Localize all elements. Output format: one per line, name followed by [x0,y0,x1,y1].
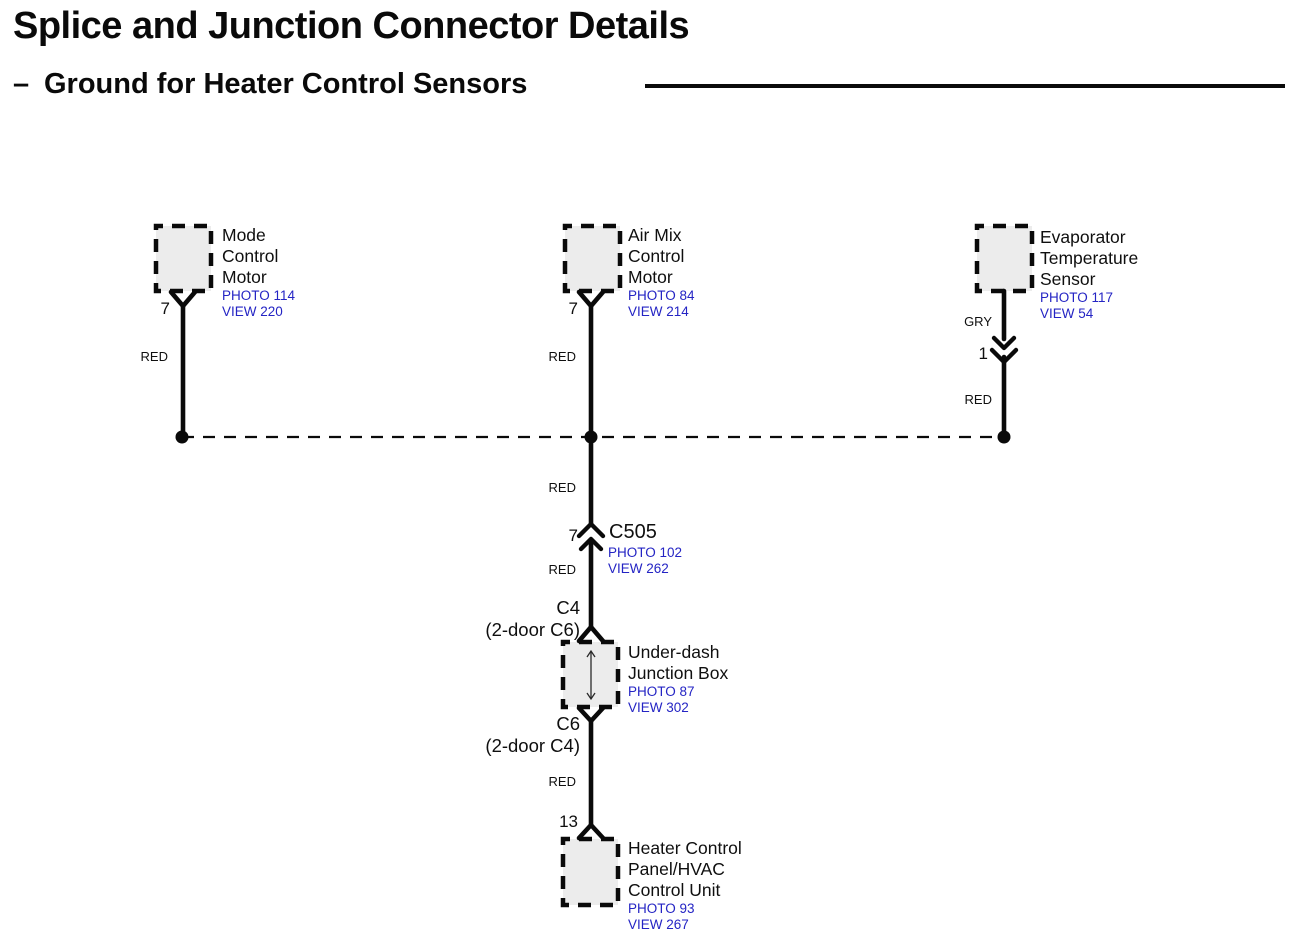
photo-ref-link[interactable]: PHOTO 117 [1040,290,1114,305]
photo-ref-link[interactable]: PHOTO 102 [608,545,683,560]
junction-box-label-block: Under-dash Junction Box PHOTO 87 VIEW 30… [628,642,728,716]
pin-number: 13 [559,812,578,831]
photo-ref-link[interactable]: PHOTO 87 [628,684,695,699]
junction-top-connector-alt: (2-door C6) [485,619,580,640]
view-ref-link[interactable]: VIEW 267 [628,917,689,932]
hvac-unit-label-block: Heater Control Panel/HVAC Control Unit P… [628,838,742,933]
view-ref-link[interactable]: VIEW 302 [628,700,689,715]
junction-passthrough-arrow [586,649,596,701]
evap-sensor-box [974,223,1035,294]
evap-female-icon [989,347,1019,365]
wire-color-label: RED [548,562,576,577]
junction-bottom-terminal-icon [576,705,606,724]
view-ref-link[interactable]: VIEW 262 [608,561,669,576]
wire-color-label: RED [548,480,576,495]
c505-male-icon [578,536,604,552]
photo-ref-link[interactable]: PHOTO 84 [628,288,695,303]
connector-id-label: C505 [609,521,657,543]
component-name-line: Control [222,246,279,266]
splice-dot-left [175,430,189,444]
view-ref-link[interactable]: VIEW 214 [628,304,689,319]
subtitle-dash: – [13,68,30,100]
evap-male-icon [991,335,1017,351]
photo-ref-link[interactable]: PHOTO 114 [222,288,296,303]
terminal-forks [168,289,606,841]
passthrough-arrowhead-down [586,692,596,701]
passthrough-arrowhead-up [586,649,596,658]
pin-number: 1 [978,344,988,363]
wires [180,288,1007,828]
junction-bottom-connector-label: C6 [556,713,580,734]
air-mix-motor-box [562,223,623,294]
wire-color-label: RED [548,349,576,364]
wire-color-label: RED [140,349,168,364]
photo-ref-link[interactable]: PHOTO 93 [628,901,695,916]
page-title: Splice and Junction Connector Details [13,5,690,47]
wire-color-label: RED [964,392,992,407]
mode-motor-terminal-icon [168,289,198,309]
pin-number: 7 [568,526,578,545]
hvac-terminal-icon [576,822,606,841]
mode-motor-label-block: Mode Control Motor PHOTO 114 VIEW 220 [222,225,295,320]
component-name-line: Air Mix [628,225,682,245]
component-name-line: Motor [222,267,267,287]
page-subtitle: Ground for Heater Control Sensors [44,68,528,100]
junction-bottom-connector-alt: (2-door C4) [485,735,580,756]
component-name-line: Heater Control [628,838,742,858]
component-name-line: Mode [222,225,266,245]
junction-top-connector-label: C4 [556,597,580,618]
component-boxes [153,223,1035,908]
component-name-line: Temperature [1040,248,1139,268]
component-name-line: Evaporator [1040,227,1126,247]
air-mix-label-block: Air Mix Control Motor PHOTO 84 VIEW 214 [628,225,695,320]
wire-color-label: RED [548,774,576,789]
junction-top-terminal-icon [576,624,606,644]
splice-dot-center [584,430,598,444]
air-mix-terminal-icon [576,289,606,309]
pin-number: 7 [568,299,578,318]
splice-dot-right [997,430,1011,444]
component-name-line: Control [628,246,685,266]
splice-bus [175,430,1011,444]
component-name-line: Sensor [1040,269,1096,289]
c505-female-icon [576,521,606,539]
wire-color-label: GRY [964,314,992,329]
subtitle-rule-line [645,84,1285,88]
evap-sensor-label-block: Evaporator Temperature Sensor PHOTO 117 … [1040,227,1138,322]
c505-ref-block: PHOTO 102 VIEW 262 [608,545,682,577]
component-name-line: Control Unit [628,880,721,900]
component-name-line: Panel/HVAC [628,859,725,879]
pin-number: 7 [160,299,170,318]
component-name-line: Junction Box [628,663,729,683]
view-ref-link[interactable]: VIEW 220 [222,304,283,319]
mode-motor-box [153,223,214,294]
inline-connectors [576,335,1019,552]
view-ref-link[interactable]: VIEW 54 [1040,306,1094,321]
hvac-unit-box [560,836,621,908]
component-name-line: Motor [628,267,673,287]
component-name-line: Under-dash [628,642,720,662]
